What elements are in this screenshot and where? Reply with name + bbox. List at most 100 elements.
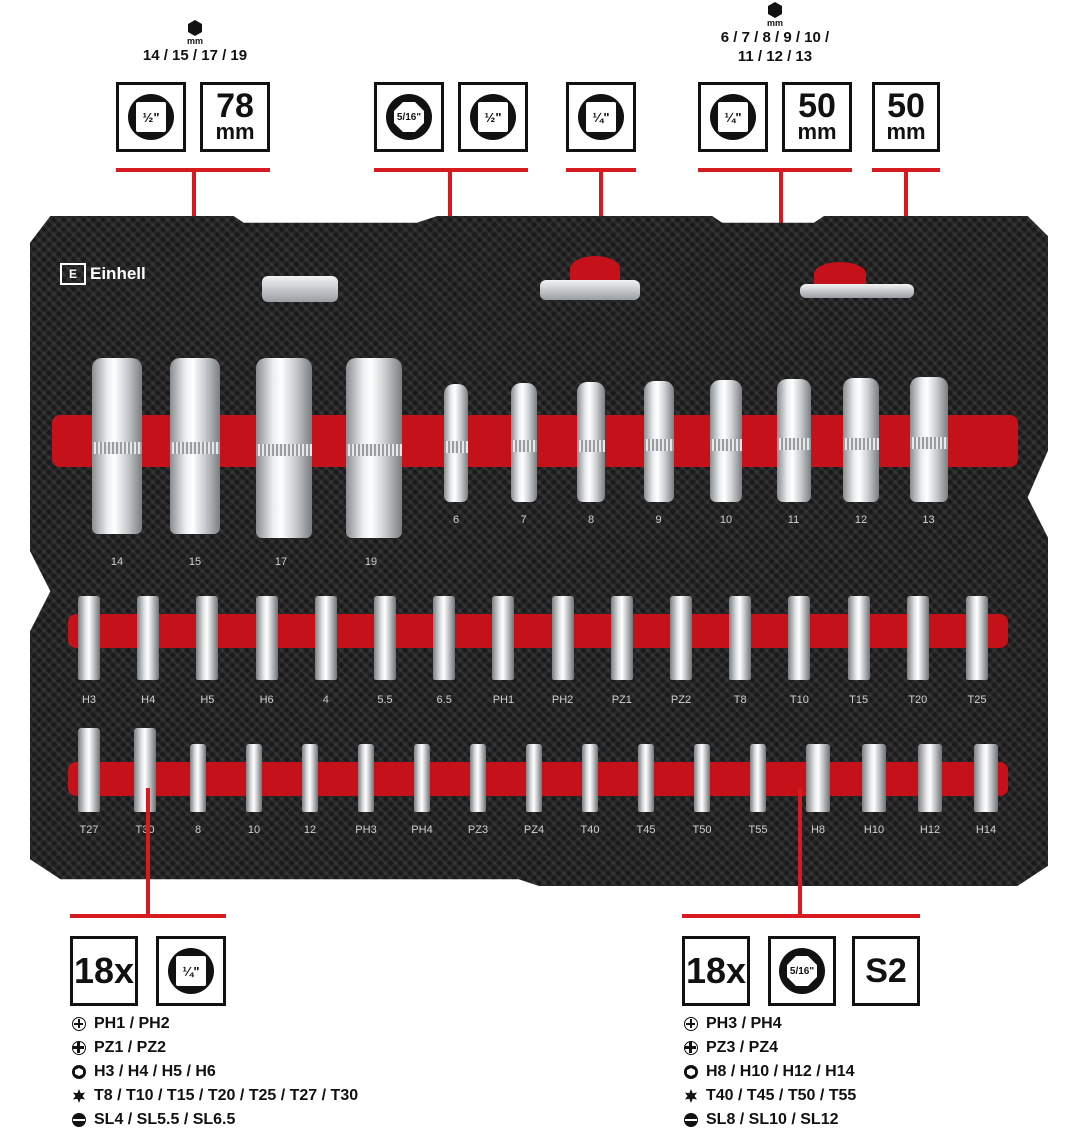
socket-size-label: 11: [787, 514, 800, 526]
quarter-inch-drive-badge: ¼": [698, 82, 768, 152]
small-socket: [643, 381, 674, 502]
socket-size-label: 9: [655, 514, 662, 526]
bit: [918, 744, 942, 812]
bit-holder: [551, 596, 574, 680]
bit-holder: [670, 596, 692, 680]
bit-size-label: PH2: [551, 694, 574, 706]
phillips-icon: [72, 1017, 86, 1031]
bit-type-row: PH3 / PH4: [684, 1012, 1014, 1036]
bit-size-label: T55: [748, 824, 768, 836]
bit-size-label: H5: [200, 694, 215, 706]
small-socket: [843, 378, 879, 502]
socket-size-label: 10: [719, 514, 733, 526]
bit-type-sizes: T40 / T45 / T50 / T55: [706, 1087, 857, 1104]
bit-holder: [374, 596, 396, 680]
bit-holder: [906, 596, 929, 680]
bit-type-sizes: T8 / T10 / T15 / T20 / T25 / T27 / T30: [94, 1087, 359, 1104]
socket-sizes-line2: 11 / 12 / 13: [737, 48, 813, 65]
pozidriv-icon: [684, 1041, 698, 1055]
bit: [78, 728, 100, 812]
bit-holder: [433, 596, 456, 680]
bit-holder: [610, 596, 633, 680]
bit-size-label: PZ1: [611, 694, 632, 706]
deep-socket: [256, 358, 312, 538]
bit-size-label: 5.5: [377, 694, 393, 706]
bit-size-label: H4: [141, 694, 156, 706]
square-drive-icon: ½": [470, 94, 516, 140]
bit-size-label: H3: [81, 694, 97, 706]
half-inch-drive-badge: ½": [116, 82, 186, 152]
bit-size-label: T30: [135, 824, 155, 836]
octagon-drive-icon: 5/16": [386, 94, 432, 140]
bit-holder: [847, 596, 870, 680]
bit-holder: [492, 596, 515, 680]
square-drive-icon: ¼": [710, 94, 756, 140]
bit-type-row: H3 / H4 / H5 / H6: [72, 1060, 402, 1084]
bit: [582, 744, 598, 812]
bit-type-row: T8 / T10 / T15 / T20 / T25 / T27 / T30: [72, 1084, 402, 1108]
left-bits-callout-vertical: [146, 788, 150, 916]
bit-size-label: T45: [636, 824, 656, 836]
bit-type-row: H8 / H10 / H12 / H14: [684, 1060, 1014, 1084]
bit: [134, 728, 156, 812]
square-drive-icon: ¼": [578, 94, 624, 140]
left-size-header: mm 14 / 15 / 17 / 19: [120, 20, 270, 65]
right-bits-callout-vertical: [798, 788, 802, 916]
phillips-icon: [684, 1017, 698, 1031]
bit-holder: [729, 596, 752, 680]
bit-holder: [255, 596, 278, 680]
brand-name: Einhell: [90, 264, 146, 283]
bit: [414, 744, 430, 812]
socket-size-label: 6: [452, 514, 460, 526]
bit-holder: [788, 596, 811, 680]
bit-size-label: H6: [259, 694, 274, 706]
torx-icon: [72, 1089, 86, 1103]
adapter-input-badge: 5/16": [374, 82, 444, 152]
bit-holder: [196, 596, 219, 680]
bit-size-label: 8: [194, 824, 202, 836]
bit-type-sizes: SL4 / SL5.5 / SL6.5: [94, 1111, 236, 1128]
ujoint-foam-cutout: [570, 256, 620, 282]
square-drive-icon: ½": [128, 94, 174, 140]
bit-type-sizes: SL8 / SL10 / SL12: [706, 1111, 839, 1128]
socket-size-label: 8: [587, 514, 595, 526]
bit-size-label: H8: [810, 824, 826, 836]
bit: [190, 744, 206, 812]
right-callout-line: [698, 168, 852, 172]
hex-icon: [768, 2, 782, 18]
unit-label: mm: [766, 18, 783, 28]
deep-socket: [346, 358, 402, 538]
right-bit-drive-badge: 5/16": [768, 936, 836, 1006]
bit-size-label: T25: [967, 694, 987, 706]
socket-size-label: 12: [854, 514, 868, 526]
slotted-icon: [684, 1113, 698, 1127]
unit-label: mm: [186, 36, 203, 46]
bit-size-label: T27: [79, 824, 99, 836]
bit-size-label: 12: [303, 824, 317, 836]
left-bits-callout-line: [70, 914, 226, 918]
right-bits-callout-line: [682, 914, 920, 918]
bit: [806, 744, 830, 812]
bit-size-label: PH3: [355, 824, 377, 836]
socket-size-label: 19: [364, 556, 378, 568]
bit: [974, 744, 998, 812]
bit-holder: [314, 596, 337, 680]
bit-type-sizes: H8 / H10 / H12 / H14: [706, 1063, 855, 1080]
bit: [750, 744, 766, 812]
bit-type-row: PH1 / PH2: [72, 1012, 402, 1036]
bit-type-row: SL8 / SL10 / SL12: [684, 1108, 1014, 1128]
bit-size-label: H12: [919, 824, 941, 836]
socket-size-label: 13: [922, 514, 935, 526]
bit: [526, 744, 542, 812]
hex-icon: [72, 1065, 86, 1079]
slotted-icon: [72, 1113, 86, 1127]
small-socket: [776, 379, 811, 502]
einhell-logo-icon: E: [60, 263, 86, 285]
bit: [470, 744, 486, 812]
bit-size-label: T10: [789, 694, 809, 706]
bit-size-label: T20: [908, 694, 928, 706]
ujoint-drive-badge: ¼": [566, 82, 636, 152]
